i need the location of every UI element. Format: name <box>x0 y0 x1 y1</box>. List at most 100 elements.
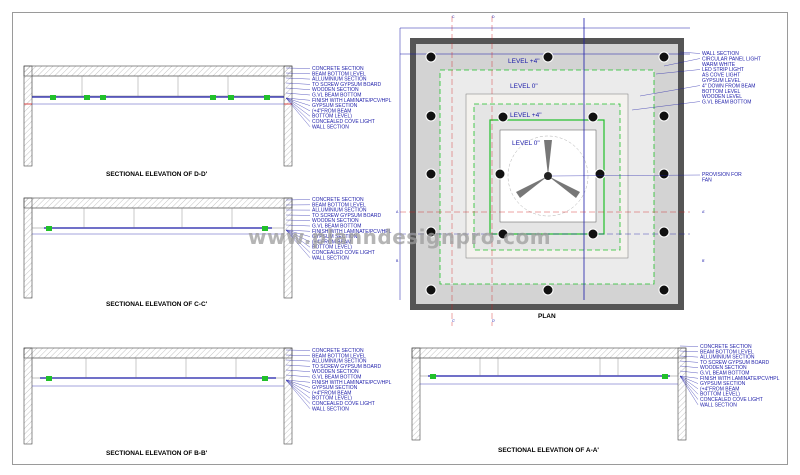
section-label: FINISH WITH LAMINATE/PCV/HPL <box>700 376 780 382</box>
plan-note: AS COVE LIGHT <box>702 73 740 79</box>
plan-title: PLAN <box>538 313 556 320</box>
section-label: WOODEN SECTION <box>312 218 359 224</box>
circular-panel-light <box>542 51 554 63</box>
section-label: BOTTOM LEVEL) <box>312 114 352 120</box>
plan-note: BOTTOM LEVEL <box>702 89 740 95</box>
plan-note: WALL SECTION <box>702 51 739 57</box>
plan-level-4: LEVEL 0" <box>512 140 540 147</box>
plan-level-1: LEVEL +4" <box>508 58 540 65</box>
section-label: BEAM BOTTOM LEVEL <box>312 202 366 208</box>
section-label: WOODEN SECTION <box>700 365 747 371</box>
section-label: BOTTOM LEVEL) <box>312 245 352 251</box>
plan-note: WARM WHITE <box>702 62 736 68</box>
circular-panel-light <box>425 168 437 180</box>
plan-level-2: LEVEL 0" <box>510 83 538 90</box>
section-bb: SECTIONAL ELEVATION OF B-B' <box>23 347 293 457</box>
section-cut-mark: D' <box>492 319 496 323</box>
circular-panel-light <box>425 284 437 296</box>
plan-note: CIRCULAR PANEL LIGHT <box>702 56 761 62</box>
section-label: GYPSUM SECTION <box>700 381 746 387</box>
section-label: (+4"FROM BEAM <box>312 108 351 114</box>
section-label: FINISH WITH LAMINATE/PCV/HPL <box>312 229 392 235</box>
circular-panel-light <box>594 168 606 180</box>
section-label: (+4"FROM BEAM <box>700 386 739 392</box>
fan-note-line: PROVISION FOR <box>702 172 742 178</box>
ceiling-plan: LEVEL +4" LEVEL 0" LEVEL +4" LEVEL 0" PL… <box>399 16 690 326</box>
circular-panel-light <box>587 111 599 123</box>
circular-panel-light <box>658 284 670 296</box>
section-label: G.VL BEAM BOTTOM <box>700 371 749 377</box>
circular-panel-light <box>425 110 437 122</box>
section-dd: SECTIONAL ELEVATION OF D-D' <box>23 65 293 178</box>
section-label: ALLUMINIUM SECTION <box>312 77 367 83</box>
section-label: WALL SECTION <box>700 402 737 408</box>
section-label: GYPSUM SECTION <box>312 103 358 109</box>
circular-panel-light <box>425 226 437 238</box>
drawing-frame <box>12 12 788 465</box>
section-aa-title: SECTIONAL ELEVATION OF A-A' <box>498 447 599 454</box>
section-label: FINISH WITH LAMINATE/PCV/HPL <box>312 98 392 104</box>
section-label: G.VL BEAM BOTTOM <box>312 93 361 99</box>
section-label: CONCEALED COVE LIGHT <box>700 397 763 403</box>
section-bb-title: SECTIONAL ELEVATION OF B-B' <box>106 450 208 457</box>
section-label: WOODEN SECTION <box>312 87 359 93</box>
circular-panel-light <box>497 111 509 123</box>
section-label: WOODEN SECTION <box>312 369 359 375</box>
section-label: CONCRETE SECTION <box>312 197 364 203</box>
section-cut-mark: A' <box>702 210 705 214</box>
section-dd-title: SECTIONAL ELEVATION OF D-D' <box>106 171 208 178</box>
section-label: BEAM BOTTOM LEVEL <box>700 349 754 355</box>
section-cut-mark: B' <box>702 259 705 263</box>
section-label: WALL SECTION <box>312 124 349 130</box>
plan-note: WOODEN LEVEL <box>702 94 742 100</box>
section-label: TO SCREW GYPSUM BOARD <box>312 364 381 370</box>
section-label: (+4"FROM BEAM <box>312 390 351 396</box>
circular-panel-light <box>658 168 670 180</box>
section-label: G.VL BEAM BOTTOM <box>312 224 361 230</box>
plan-level-3: LEVEL +4" <box>510 112 542 119</box>
circular-panel-light <box>658 226 670 238</box>
section-label: G.VL BEAM BOTTOM <box>312 375 361 381</box>
circular-panel-light <box>494 168 506 180</box>
section-label: FINISH WITH LAMINATE/PCV/HPL <box>312 380 392 386</box>
section-label: WALL SECTION <box>312 255 349 261</box>
watermark: www.planndesignpro.com <box>248 225 551 249</box>
section-label: TO SCREW GYPSUM BOARD <box>312 213 381 219</box>
section-label: (+4"FROM BEAM <box>312 239 351 245</box>
circular-panel-light <box>658 51 670 63</box>
section-cc: SECTIONAL ELEVATION OF C-C' <box>23 197 293 308</box>
section-label: CONCEALED COVE LIGHT <box>312 250 375 256</box>
plan-note: LED STRIP LIGHT <box>702 67 744 73</box>
section-label: ALLUMINIUM SECTION <box>312 359 367 365</box>
section-label: GYPSUM SECTION <box>312 234 358 240</box>
section-label: TO SCREW GYPSUM BOARD <box>700 360 769 366</box>
circular-panel-light <box>542 284 554 296</box>
circular-panel-light <box>497 228 509 240</box>
section-label: TO SCREW GYPSUM BOARD <box>312 82 381 88</box>
section-label: CONCRETE SECTION <box>312 348 364 354</box>
plan-note: GYPSUM LEVEL <box>702 78 741 84</box>
section-cut-mark: D <box>492 15 495 19</box>
plan-note: 4" DOWN FROM BEAM <box>702 83 755 89</box>
circular-panel-light <box>425 51 437 63</box>
section-label: CONCRETE SECTION <box>700 344 752 350</box>
section-label: BOTTOM LEVEL) <box>312 396 352 402</box>
section-label: CONCRETE SECTION <box>312 66 364 72</box>
circular-panel-light <box>587 228 599 240</box>
section-label: CONCEALED COVE LIGHT <box>312 119 375 125</box>
section-label: ALLUMINIUM SECTION <box>700 355 755 361</box>
section-label: WALL SECTION <box>312 406 349 412</box>
section-label: ALLUMINIUM SECTION <box>312 208 367 214</box>
section-cut-mark: C' <box>452 319 456 323</box>
section-cc-title: SECTIONAL ELEVATION OF C-C' <box>106 301 208 308</box>
plan-note: G.VL BEAM BOTTOM <box>702 100 751 106</box>
fan-note-line: FAN <box>702 177 712 183</box>
section-label: GYPSUM SECTION <box>312 385 358 391</box>
section-cut-mark: C <box>452 15 455 19</box>
